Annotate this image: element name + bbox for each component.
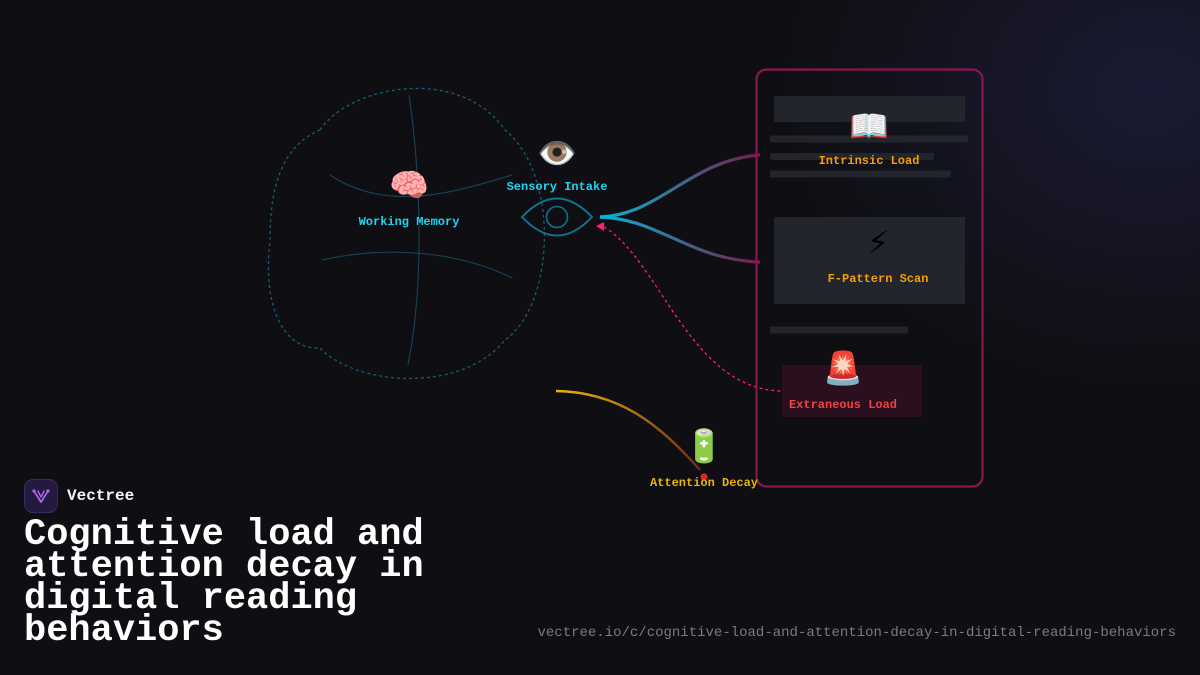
vectree-logo-icon — [24, 479, 58, 513]
screen-text-line-1 — [770, 135, 968, 143]
reading-screen — [755, 68, 984, 488]
screen-ad-block — [782, 365, 922, 417]
brand: Vectree — [24, 479, 134, 513]
eye-icon: 👁️ — [537, 134, 577, 172]
page-url: vectree.io/c/cognitive-load-and-attentio… — [537, 625, 1176, 641]
brain-icon: 🧠 — [389, 166, 429, 204]
screen-content-block — [774, 217, 965, 304]
head-dotted-outline — [267, 87, 545, 380]
intrinsic-load-label: Intrinsic Load — [818, 154, 920, 168]
brain-fold-upper — [329, 174, 513, 198]
eye-diagram — [520, 197, 594, 237]
screen-frame — [755, 68, 984, 488]
battery-icon: 🔋 — [684, 427, 724, 465]
eye-pupil — [545, 205, 569, 229]
screen-text-line-4 — [770, 326, 908, 334]
page-title: Cognitive load and attention decay in di… — [24, 514, 424, 652]
attention-decay-label: Attention Decay — [649, 476, 759, 490]
screen-text-line-2 — [770, 153, 934, 160]
distraction-dashed-path — [603, 226, 783, 392]
screen-header-block — [774, 96, 965, 122]
extraneous-load-label: Extraneous Load — [788, 398, 898, 412]
eye-outline — [520, 197, 594, 237]
brand-name: Vectree — [67, 487, 135, 505]
f-pattern-scan-label: F-Pattern Scan — [827, 272, 929, 286]
working-memory-label: Working Memory — [358, 215, 460, 229]
lightning-icon: ⚡ — [866, 224, 890, 262]
sensory-intake-label: Sensory Intake — [506, 180, 608, 194]
flow-eye-to-intrinsic — [599, 153, 761, 219]
brain-fold-vertical — [407, 94, 420, 366]
screen-text-line-3 — [770, 170, 951, 178]
open-book-icon: 📖 — [849, 107, 889, 145]
siren-icon: 🚨 — [823, 349, 863, 387]
distraction-arrowhead — [596, 222, 604, 231]
attention-decay-curve — [555, 389, 701, 471]
brain-fold-lower — [321, 251, 513, 279]
attention-decay-end-dot — [700, 473, 708, 481]
head-outline — [267, 87, 545, 380]
flow-eye-to-fpattern — [599, 215, 761, 264]
vectree-logo-mark — [32, 489, 50, 503]
